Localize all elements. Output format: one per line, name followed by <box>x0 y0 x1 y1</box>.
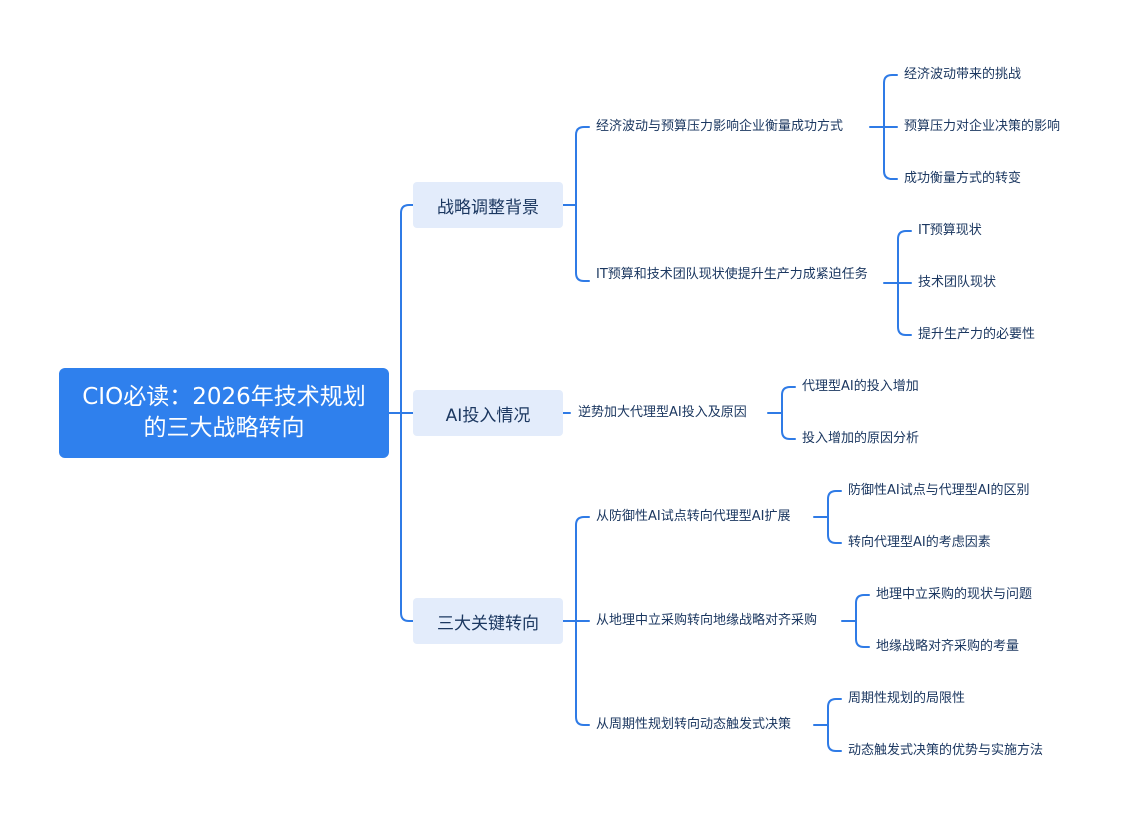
root-node[interactable]: CIO必读：2026年技术规划的三大战略转向 <box>59 368 389 458</box>
branch-ai-investment[interactable]: AI投入情况 <box>413 390 563 436</box>
leaf-neutral-procurement-issues[interactable]: 地理中立采购的现状与问题 <box>876 587 1033 602</box>
branch-strategy-background[interactable]: 战略调整背景 <box>413 182 563 228</box>
topic-agentic-ai-investment[interactable]: 逆势加大代理型AI投入及原因 <box>578 405 747 420</box>
connector-topic-2-2 <box>813 698 842 752</box>
leaf-success-measure-change[interactable]: 成功衡量方式的转变 <box>904 171 1022 186</box>
leaf-tech-team-status[interactable]: 技术团队现状 <box>918 275 997 290</box>
leaf-productivity-necessity[interactable]: 提升生产力的必要性 <box>918 327 1036 342</box>
connector-topic-2-1 <box>841 594 870 648</box>
leaf-defensive-vs-agentic[interactable]: 防御性AI试点与代理型AI的区别 <box>848 483 1030 498</box>
branch-key-shifts[interactable]: 三大关键转向 <box>413 598 563 644</box>
connector-topic-2-0 <box>813 490 842 544</box>
leaf-it-budget-status[interactable]: IT预算现状 <box>918 223 982 238</box>
leaf-agentic-considerations[interactable]: 转向代理型AI的考虑因素 <box>848 535 991 550</box>
leaf-dynamic-decision-advantages[interactable]: 动态触发式决策的优势与实施方法 <box>848 743 1044 758</box>
topic-shift-agentic-ai[interactable]: 从防御性AI试点转向代理型AI扩展 <box>596 509 791 524</box>
leaf-geo-procurement-considerations[interactable]: 地缘战略对齐采购的考量 <box>876 639 1020 654</box>
leaf-periodic-planning-limits[interactable]: 周期性规划的局限性 <box>848 691 966 706</box>
connector-root <box>388 204 414 622</box>
connector-branch-0 <box>562 126 590 282</box>
connector-branch-2 <box>562 516 590 726</box>
topic-economic-budget-pressure[interactable]: 经济波动与预算压力影响企业衡量成功方式 <box>596 119 844 134</box>
leaf-increase-reason-analysis[interactable]: 投入增加的原因分析 <box>802 431 920 446</box>
connector-topic-0-1 <box>883 230 912 336</box>
connector-topic-1-0 <box>767 386 796 440</box>
topic-shift-procurement[interactable]: 从地理中立采购转向地缘战略对齐采购 <box>596 613 818 628</box>
topic-it-budget-team-status[interactable]: IT预算和技术团队现状使提升生产力成紧迫任务 <box>596 267 868 282</box>
topic-shift-decision-making[interactable]: 从周期性规划转向动态触发式决策 <box>596 717 792 732</box>
leaf-agentic-ai-increase[interactable]: 代理型AI的投入增加 <box>802 379 919 394</box>
connector-topic-0-0 <box>869 74 898 180</box>
leaf-economic-challenges[interactable]: 经济波动带来的挑战 <box>904 67 1022 82</box>
leaf-budget-pressure-impact[interactable]: 预算压力对企业决策的影响 <box>904 119 1061 134</box>
